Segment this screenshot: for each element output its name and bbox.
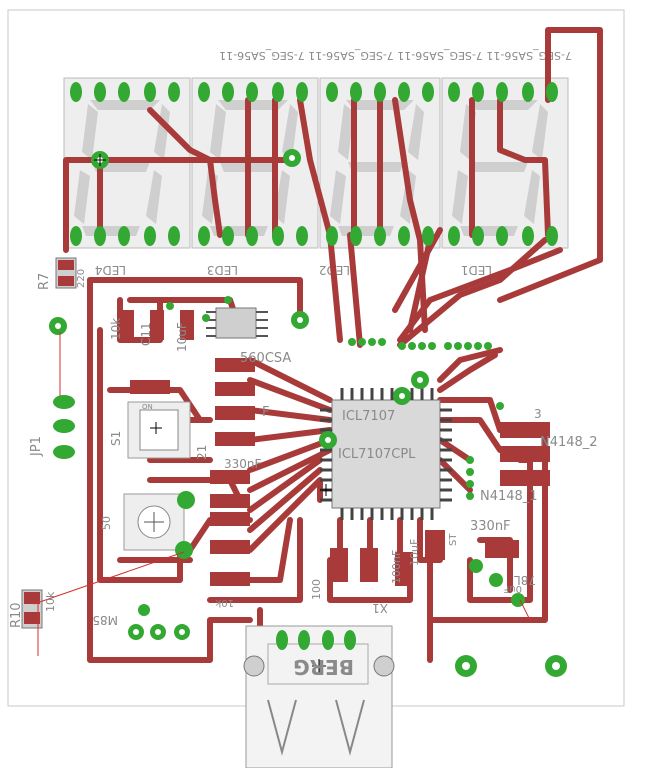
label-r7: R7	[37, 273, 52, 290]
label-78l: 78L	[514, 573, 536, 587]
ratsnest	[33, 332, 531, 656]
display-label-led1: LED1	[461, 263, 492, 277]
label-330nf-mid: 330nF	[224, 457, 262, 471]
label-mcu-name: ICL7107	[342, 409, 395, 424]
smd-parts	[21, 257, 550, 629]
display-label-led3: LED3	[207, 263, 238, 277]
label-sg: 50	[100, 516, 113, 530]
label-reg-value: 0uF	[503, 583, 522, 594]
label-560csa: 560CSA	[240, 351, 291, 366]
ic-560csa-body	[215, 307, 257, 339]
label-r10: R10	[9, 602, 24, 628]
label-10k-mid: 10k	[215, 597, 234, 608]
label-100nf: 100nF	[390, 550, 403, 584]
label-jp1: JP1	[29, 436, 44, 457]
usb-connector	[245, 625, 393, 768]
label-100: 100	[310, 579, 323, 600]
label-n4148-1: N4148_1	[480, 489, 538, 504]
mcu-icl7107	[320, 388, 452, 520]
label-ff: F	[262, 405, 269, 420]
pad-holes	[55, 155, 560, 670]
label-10k-top: 10k	[109, 318, 123, 340]
label-s1: S1	[109, 431, 123, 446]
label-3: 3	[534, 407, 542, 421]
label-10uf-bottom: 10uF	[408, 539, 421, 566]
label-21: 21	[195, 445, 209, 460]
label-r10-value: 10k	[44, 591, 57, 612]
label-r7-value: 220	[76, 269, 87, 288]
label-x1: X1	[372, 601, 388, 615]
label-st: ST	[448, 533, 459, 546]
label-n4148-2: N4148_2	[540, 435, 598, 450]
label-10uf-top: 10uF	[175, 322, 189, 352]
label-on: ON	[142, 403, 153, 411]
display-label-led4: LED4	[95, 263, 126, 277]
silkscreen-labels: R7 220 10k C11 10uF 560CSA JP1 ON S1 21 …	[9, 269, 598, 679]
label-c11: C11	[139, 322, 153, 346]
label-mcu-part: ICL7107CPL	[338, 447, 416, 462]
label-m85: M85	[92, 613, 118, 627]
traces	[63, 27, 603, 663]
label-330nf-right: 330nF	[470, 519, 511, 534]
origin-markers	[94, 154, 332, 673]
display-top-text: 7-SEG_SA56-11 7-SEG_SA56-11 7-SEG_SA56-1…	[219, 49, 572, 62]
label-usb-logo: BERG	[293, 655, 354, 679]
